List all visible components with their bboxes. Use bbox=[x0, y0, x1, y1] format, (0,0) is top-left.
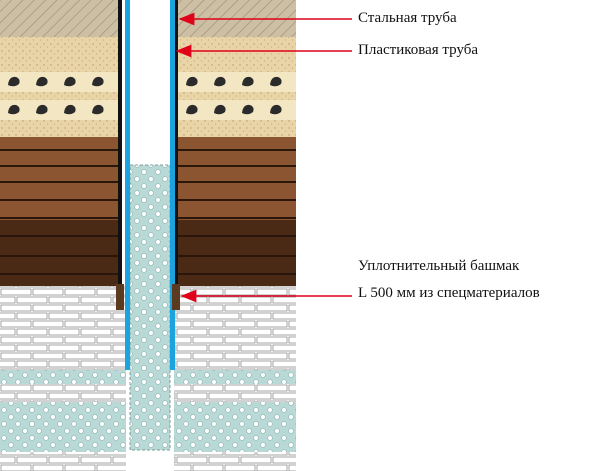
clay-stripes bbox=[0, 137, 118, 286]
pebble bbox=[8, 104, 20, 115]
pebble bbox=[36, 104, 48, 115]
pebble bbox=[186, 104, 198, 115]
hatched-top-layer bbox=[0, 0, 118, 37]
label-steel-pipe: Стальная труба bbox=[358, 10, 457, 26]
label-seal-shoe-line2: L 500 мм из спецматериалов bbox=[358, 285, 540, 301]
pebble bbox=[64, 76, 76, 87]
pebbles bbox=[8, 76, 282, 115]
pebble bbox=[64, 104, 76, 115]
pebble bbox=[186, 76, 198, 87]
steel-pipe bbox=[118, 0, 178, 310]
plastic-pipe bbox=[125, 0, 175, 370]
pebble bbox=[242, 104, 254, 115]
gravel-layer bbox=[0, 402, 126, 452]
pebble bbox=[36, 76, 48, 87]
brick-layer bbox=[0, 286, 126, 370]
pebble bbox=[270, 104, 282, 115]
pebble bbox=[270, 76, 282, 87]
pebble bbox=[214, 104, 226, 115]
gravel-fill-in-pipe bbox=[130, 165, 170, 450]
callout-arrows bbox=[175, 12, 352, 303]
pebble bbox=[92, 104, 104, 115]
gravel-band-upper bbox=[0, 370, 126, 384]
label-plastic-pipe: Пластиковая труба bbox=[358, 42, 479, 58]
pebble bbox=[92, 76, 104, 87]
brick-bottom bbox=[0, 452, 126, 471]
clay-stripe-lines bbox=[0, 149, 118, 275]
right-soil-column bbox=[174, 0, 296, 471]
brick-thin-layer bbox=[0, 384, 126, 402]
borehole-empty-upper bbox=[130, 0, 170, 165]
label-seal-shoe-line1: Уплотнительный башмак bbox=[358, 258, 520, 274]
pebble-rows bbox=[0, 72, 118, 120]
pebble bbox=[214, 76, 226, 87]
pebble bbox=[8, 76, 20, 87]
left-soil-column bbox=[0, 0, 126, 471]
pebble bbox=[242, 76, 254, 87]
seal-shoe bbox=[116, 284, 180, 310]
